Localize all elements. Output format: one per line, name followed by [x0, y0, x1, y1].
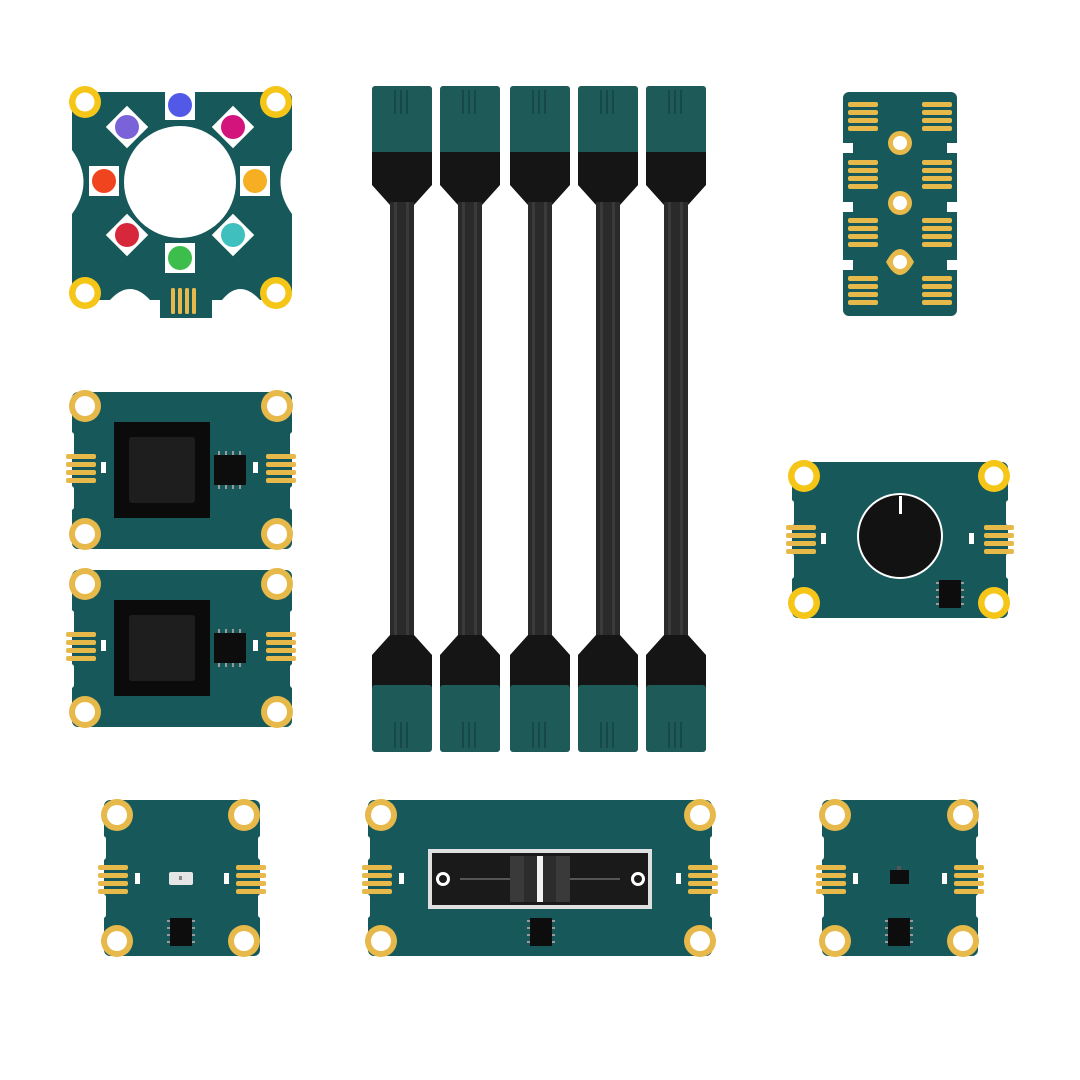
cable-2 [440, 86, 500, 752]
light-sensor-board [92, 799, 272, 957]
light-sensor-icon [169, 872, 193, 885]
led-orange [240, 166, 270, 196]
led-teal [211, 213, 255, 257]
chip-icon [214, 451, 246, 489]
led-green [165, 243, 195, 273]
ring-center-cutout [124, 126, 236, 238]
mounting-hole [261, 518, 293, 550]
mounting-hole [69, 568, 101, 600]
rgb-led-ring-board [69, 83, 292, 318]
push-button-icon [114, 600, 210, 696]
mounting-hole [261, 696, 293, 728]
slider-icon [428, 849, 652, 909]
connector-cables [372, 86, 706, 752]
sensor-icon [890, 866, 909, 884]
slide-fader-board [356, 799, 724, 957]
button-module-board [60, 390, 304, 550]
led-blue [165, 90, 195, 120]
cable-1 [372, 86, 432, 752]
mounting-hole [69, 696, 101, 728]
cable-3 [510, 86, 570, 752]
knob-icon [857, 493, 943, 579]
chip-icon [214, 629, 246, 667]
cable-5 [646, 86, 706, 752]
proto-strip-board [843, 92, 957, 316]
button-module-board [60, 568, 304, 728]
mounting-hole [69, 518, 101, 550]
cable-4 [578, 86, 638, 752]
push-button-icon [114, 422, 210, 518]
mounting-hole [261, 568, 293, 600]
led-magenta [211, 105, 255, 149]
mounting-hole [69, 390, 101, 422]
led-red-orange [89, 166, 119, 196]
led-red [105, 213, 149, 257]
sensor-chip-board [810, 799, 990, 957]
rotary-knob-board [780, 460, 1020, 619]
mounting-hole [261, 390, 293, 422]
